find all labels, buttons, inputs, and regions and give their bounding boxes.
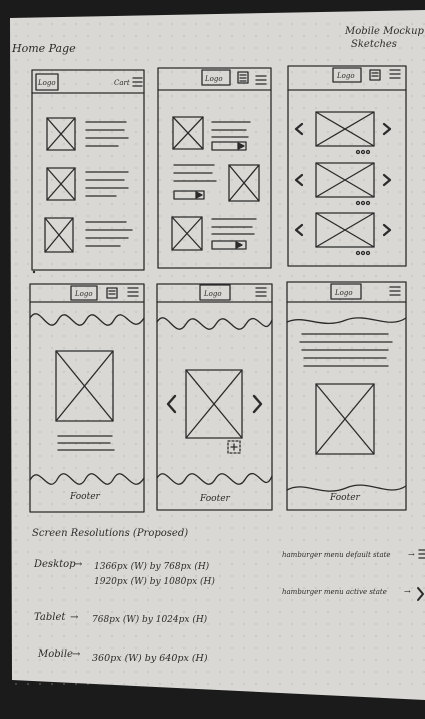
resolution-value: 1920px (W) by 1080px (H): [94, 576, 215, 587]
arrow: →: [404, 587, 411, 596]
resolutions-heading: Screen Resolutions (Proposed): [32, 528, 188, 539]
legend-active-state: hamburger menu active state: [282, 588, 387, 596]
device-label-desktop: Desktop: [33, 559, 76, 570]
logo-label: Logo: [203, 290, 222, 298]
logo-label: Logo: [334, 289, 353, 297]
device-label-tablet: Tablet: [34, 612, 66, 623]
cart-label: Cart: [114, 79, 130, 87]
ink-dot: [33, 271, 35, 273]
logo-label: Logo: [204, 75, 223, 83]
resolution-value: 768px (W) by 1024px (H): [92, 614, 208, 625]
logo-label: Logo: [37, 79, 56, 87]
logo-label: Logo: [336, 72, 355, 80]
arrow: →: [70, 612, 79, 623]
sheet-title-line-2: Sketches: [351, 39, 397, 50]
resolution-value: 1366px (W) by 768px (H): [94, 561, 210, 572]
resolution-value: 360px (W) by 640px (H): [92, 653, 208, 664]
arrow: →: [72, 649, 81, 660]
arrow: →: [408, 550, 415, 559]
page-label: Home Page: [11, 42, 76, 55]
sheet-title-line-1: Mobile Mockup: [344, 26, 425, 37]
footer-label: Footer: [69, 492, 101, 502]
footer-label: Footer: [329, 493, 361, 503]
device-label-mobile: Mobile: [37, 649, 73, 660]
footer-label: Footer: [199, 494, 231, 504]
paper: [10, 10, 425, 700]
legend-default-state: hamburger menu default state: [282, 551, 391, 559]
logo-label: Logo: [74, 290, 93, 298]
arrow: →: [74, 559, 83, 570]
